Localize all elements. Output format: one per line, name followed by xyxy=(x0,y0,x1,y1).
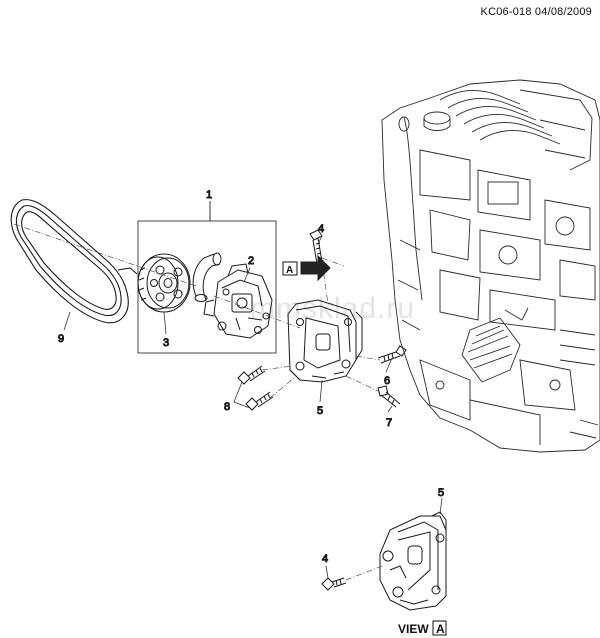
bolt-8-lower xyxy=(245,391,274,411)
view-a-bracket xyxy=(379,511,447,611)
pump-inlet-fitting xyxy=(192,252,222,302)
callout-7: 7 xyxy=(386,417,392,429)
view-ref-letter: A xyxy=(286,265,293,276)
leader-lines xyxy=(63,235,443,579)
callout-4: 4 xyxy=(318,223,324,235)
engine-block xyxy=(381,79,600,453)
alignment-lines xyxy=(13,223,381,399)
callout-6: 6 xyxy=(384,375,390,387)
callout-3: 3 xyxy=(163,337,169,349)
view-label-text: VIEW xyxy=(398,622,429,636)
bolt-6 xyxy=(377,345,407,364)
callout-2: 2 xyxy=(248,255,254,267)
callout-5: 5 xyxy=(317,405,323,417)
callout-9: 9 xyxy=(58,333,64,345)
view-label-letter: A xyxy=(436,622,445,636)
alignment-line-view xyxy=(345,565,383,581)
callout-1: 1 xyxy=(206,189,212,201)
bolt-4-view xyxy=(321,577,347,591)
drive-belt xyxy=(10,199,138,324)
view-label-box xyxy=(432,620,447,636)
callout-8: 8 xyxy=(224,401,230,413)
pump-bracket xyxy=(287,299,363,383)
bolt-7 xyxy=(377,385,401,408)
callout-4-view: 4 xyxy=(322,553,328,565)
bolt-8-upper xyxy=(237,365,266,385)
pump-pulley xyxy=(137,253,191,313)
view-a-arrow-icon xyxy=(282,254,331,282)
power-steering-pump xyxy=(203,263,273,339)
assembly-frame xyxy=(137,220,277,354)
diagram-code: KC06-018 04/08/2009 xyxy=(480,6,592,18)
callout-5-view: 5 xyxy=(438,487,444,499)
